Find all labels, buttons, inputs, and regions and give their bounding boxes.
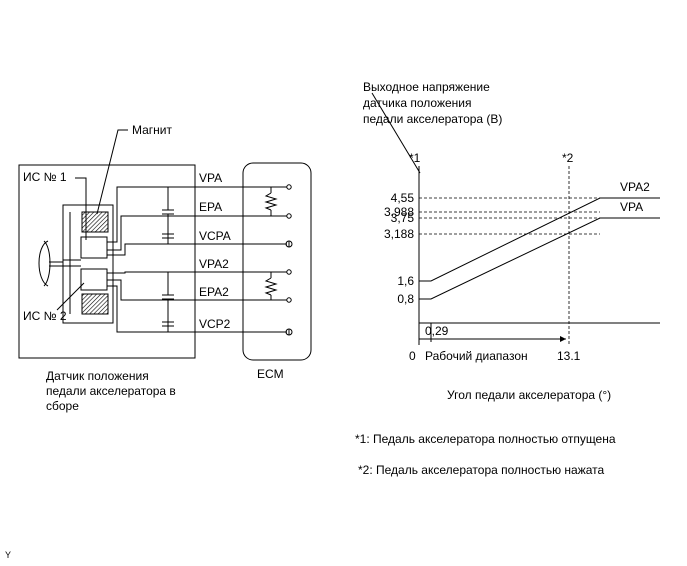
corner-mark: Y: [5, 550, 11, 560]
magnet-bottom: [81, 293, 109, 315]
sensor-assembly-box: [18, 164, 196, 359]
assembly-label-line2: педали акселератора в: [46, 384, 176, 398]
marker-2: *2: [562, 151, 574, 165]
terminal-epa2: EPA2: [199, 285, 229, 299]
terminal-vpa2: VPA2: [199, 257, 229, 271]
series-label-vpa2: VPA2: [620, 180, 650, 194]
x-tick-label: 0,29: [425, 324, 449, 338]
note-2: *2: Педаль акселератора полностью нажата: [358, 463, 605, 477]
terminal-vpa: VPA: [199, 171, 222, 185]
magnet-leader: [96, 129, 128, 215]
chart-ylabel-line3: педали акселератора (В): [363, 112, 502, 126]
magnet-label: Магнит: [132, 123, 173, 137]
y-tick-label: 0,8: [397, 292, 414, 306]
series-line-vpa2: [419, 197, 660, 282]
ic1-leader: [75, 177, 87, 240]
y-tick-label: 3,188: [384, 227, 414, 241]
terminal-epa: EPA: [199, 200, 222, 214]
chart-xlabel: Угол педали акселератора (°): [447, 388, 611, 402]
ecm-label: ECM: [257, 367, 284, 381]
terminal-vcp2: VCP2: [199, 317, 231, 331]
assembly-label-line3: сборе: [46, 399, 79, 413]
ic2-label: ИС № 2: [23, 309, 67, 323]
circuit-diagram: Магнит ИС № 1 ИС № 2 VPA EPA VCPA VPA2 E…: [18, 123, 312, 413]
chart-ylabel-line1: Выходное напряжение: [363, 80, 490, 94]
rotation-icon: [38, 240, 63, 287]
ic-housing: [62, 204, 114, 324]
assembly-label-line1: Датчик положения: [46, 369, 149, 383]
y-tick-label: 4,55: [391, 191, 415, 205]
marker-1: *1: [409, 151, 421, 165]
terminal-vcpa: VCPA: [199, 229, 231, 243]
series-label-vpa: VPA: [620, 200, 643, 214]
x-tick-label: 13.1: [557, 349, 581, 363]
output-voltage-chart: Выходное напряжение датчика положения пе…: [363, 80, 660, 402]
y-tick-label: 3,75: [391, 211, 415, 225]
ic2-chip: [80, 268, 108, 291]
ic1-label: ИС № 1: [23, 170, 67, 184]
y-tick-label: 1,6: [397, 274, 414, 288]
note-1: *1: Педаль акселератора полностью отпуще…: [355, 432, 616, 446]
chart-ylabel-line2: датчика положения: [363, 96, 472, 110]
x-tick-label: 0: [409, 349, 416, 363]
range-arrow-head: [560, 336, 566, 342]
ecm-box: [242, 162, 312, 361]
y-tick-label: 3,988: [384, 205, 414, 219]
ic1-chip: [80, 236, 108, 259]
ylabel-leader: [371, 92, 421, 174]
range-label: Рабочий диапазон: [425, 349, 528, 363]
series-line-vpa: [419, 217, 660, 300]
ic2-leader: [56, 282, 85, 311]
magnet-top: [81, 211, 109, 233]
